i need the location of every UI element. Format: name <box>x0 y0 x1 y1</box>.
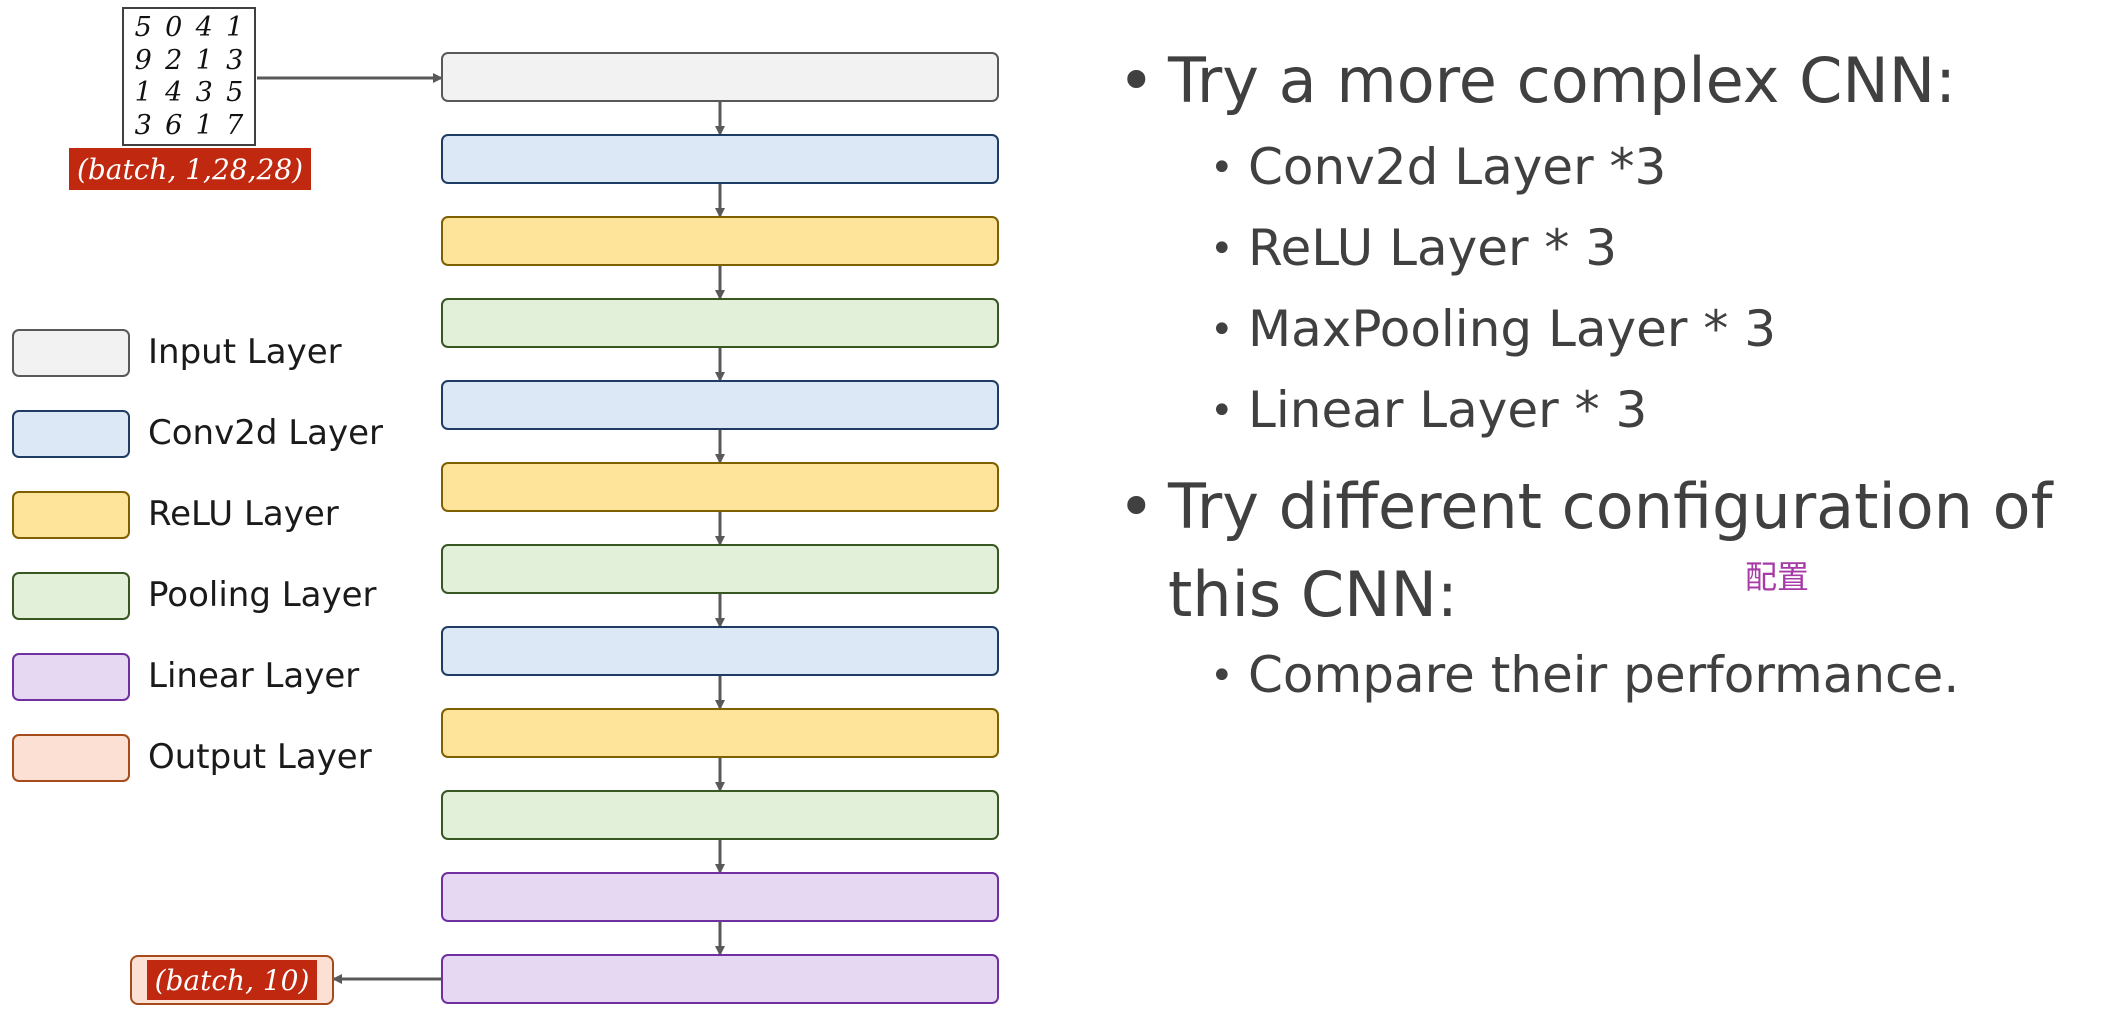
conv2d-layer-box <box>441 380 999 430</box>
conv2d-layer-box <box>441 134 999 184</box>
legend-swatch <box>12 410 130 458</box>
legend-swatch <box>12 491 130 539</box>
input-shape-label: (batch, 1,28,28) <box>69 148 311 190</box>
input-shape-text: (batch, 1,28,28) <box>76 152 304 186</box>
sub-bullet-text: Conv2d Layer *3 <box>1248 138 1667 196</box>
bullet-dot: • <box>1210 226 1234 272</box>
bullet-text-line2: this CNN: <box>1168 558 1458 631</box>
legend-label: ReLU Layer <box>148 494 339 534</box>
pooling-layer-box <box>441 544 999 594</box>
legend-label: Pooling Layer <box>148 575 377 615</box>
bullet-dot: • <box>1210 653 1234 699</box>
output-layer-box: (batch, 10) <box>130 955 334 1005</box>
linear-layer-box <box>441 954 999 1004</box>
output-shape-text: (batch, 10) <box>154 963 310 997</box>
digit-glyph: 4 <box>165 77 183 109</box>
legend-swatch <box>12 653 130 701</box>
bullet-dot: • <box>1210 307 1234 353</box>
output-shape-label: (batch, 10) <box>147 960 317 1000</box>
sub-bullet-text: Linear Layer * 3 <box>1248 381 1648 439</box>
sub-bullet-text: MaxPooling Layer * 3 <box>1248 300 1777 358</box>
digit-glyph: 7 <box>226 110 244 142</box>
digit-glyph: 1 <box>134 77 152 109</box>
sub-bullet-text: ReLU Layer * 3 <box>1248 219 1618 277</box>
digit-glyph: 1 <box>195 44 213 76</box>
legend-swatch <box>12 734 130 782</box>
relu-layer-box <box>441 216 999 266</box>
digit-glyph: 3 <box>195 77 213 109</box>
digit-glyph: 5 <box>226 77 244 109</box>
legend-swatch <box>12 572 130 620</box>
digit-glyph: 1 <box>226 11 244 43</box>
digit-glyph: 6 <box>165 110 183 142</box>
legend-swatch <box>12 329 130 377</box>
bullet-dot: • <box>1210 388 1234 434</box>
relu-layer-box <box>441 462 999 512</box>
bullet-dot: • <box>1118 44 1155 117</box>
input-layer-box <box>441 52 999 102</box>
conv2d-layer-box <box>441 626 999 676</box>
bullet-text-line1: Try different configuration of <box>1168 470 2053 543</box>
legend-label: Input Layer <box>148 332 342 372</box>
digit-glyph: 5 <box>134 11 152 43</box>
bullet-dot: • <box>1118 470 1155 543</box>
bullet-dot: • <box>1210 145 1234 191</box>
handwritten-annotation: 配置 <box>1745 558 1810 596</box>
legend-label: Output Layer <box>148 737 372 777</box>
relu-layer-box <box>441 708 999 758</box>
digit-glyph: 2 <box>165 44 183 76</box>
digit-glyph: 0 <box>165 11 183 43</box>
pooling-layer-box <box>441 298 999 348</box>
digit-glyph: 3 <box>134 110 152 142</box>
sub-bullet-text: Compare their performance. <box>1248 646 1960 704</box>
digit-glyph: 9 <box>134 44 152 76</box>
legend-label: Conv2d Layer <box>148 413 384 453</box>
digit-glyph: 1 <box>195 110 213 142</box>
legend-label: Linear Layer <box>148 656 360 696</box>
linear-layer-box <box>441 872 999 922</box>
digit-glyph: 4 <box>195 11 213 43</box>
digit-glyph: 3 <box>226 44 244 76</box>
pooling-layer-box <box>441 790 999 840</box>
bullet-text: Try a more complex CNN: <box>1168 44 1957 117</box>
